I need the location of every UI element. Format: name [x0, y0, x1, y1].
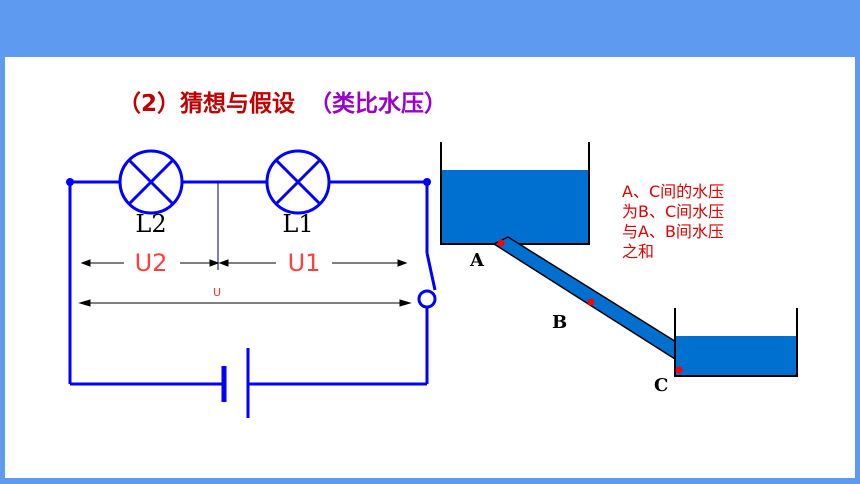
junction-left: [66, 178, 74, 186]
switch-contact: [417, 289, 437, 309]
point-c-label: C: [654, 375, 668, 396]
note-line: A、C间的水压: [622, 182, 725, 201]
lower-tank-wall: [674, 308, 798, 377]
lamp-l2: [118, 149, 184, 215]
voltage-u2-label: U2: [135, 249, 168, 277]
note-line: 为B、C间水压: [622, 202, 725, 221]
note-line: 之和: [622, 242, 655, 261]
lamp-l1: [265, 149, 331, 215]
water-pressure-diagram: [440, 142, 798, 377]
note-line: 与A、B间水压: [622, 222, 724, 241]
title-analogy: （类比水压）: [309, 91, 448, 117]
switch-blade: [425, 252, 437, 291]
frame-left-border: [0, 57, 5, 484]
voltage-u-label: U: [213, 286, 221, 299]
frame-bottom-border: [0, 478, 860, 484]
pressure-explanation: A、C间的水压 为B、C间水压 与A、B间水压 之和: [622, 182, 822, 262]
header-bar: [0, 0, 860, 57]
lower-tank-water: [675, 336, 797, 376]
lamp-l1-label: L1: [282, 210, 313, 238]
point-b-label: B: [552, 312, 567, 333]
upper-tank-water: [441, 170, 589, 244]
measurement-arrows: [78, 182, 412, 307]
lamp-l2-label: L2: [135, 210, 166, 238]
junction-right: [423, 178, 431, 186]
frame-right-border: [855, 57, 860, 484]
point-a-label: A: [469, 250, 485, 271]
point-b-dot: [587, 298, 595, 306]
title-main: （2）猜想与假设: [118, 91, 296, 117]
voltage-u1-label: U1: [288, 249, 321, 277]
circuit-diagram: [68, 180, 437, 386]
point-c-dot: [675, 366, 683, 374]
point-a-dot: [497, 239, 505, 247]
slide-title: （2）猜想与假设 （类比水压）: [118, 84, 447, 118]
